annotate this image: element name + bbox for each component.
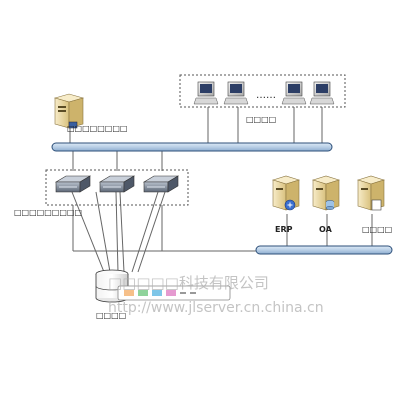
pc-icon xyxy=(193,81,219,105)
switch-icon xyxy=(142,175,180,193)
right-network-bus xyxy=(255,245,393,255)
storage-shelf-icon xyxy=(117,285,231,301)
oa-label: OA xyxy=(319,225,333,234)
top-server-label: □□□□□□□□ xyxy=(67,124,127,133)
switch-cluster-box xyxy=(45,169,189,206)
switches xyxy=(54,175,180,193)
client-pc-group-box xyxy=(179,74,346,108)
watermark-url: http://www.jlserver.cn.china.cn xyxy=(108,300,324,316)
switch-icon xyxy=(54,175,92,193)
switch-icon xyxy=(98,175,136,193)
oa-server-icon xyxy=(311,175,341,211)
watermark-company: □□□□□科技有限公司 xyxy=(108,274,269,292)
connection-lines xyxy=(69,107,373,273)
storage-label: □□□□ xyxy=(96,311,126,320)
client-pcs: …… xyxy=(193,81,335,105)
erp-server-icon xyxy=(271,175,301,211)
top-server-icon xyxy=(53,93,85,129)
erp-label: ERP xyxy=(275,225,293,234)
pc-icon xyxy=(223,81,249,105)
top-network-bus xyxy=(51,142,333,152)
switch-cluster-label: □□□□□□□□□ xyxy=(14,208,82,217)
top-bus-label: □□□□ xyxy=(246,115,276,124)
pc-icon xyxy=(309,81,335,105)
right-bus-label: □□□□ xyxy=(362,225,392,234)
pc-icon xyxy=(281,81,307,105)
app-server-icon xyxy=(356,175,386,211)
pc-ellipsis: …… xyxy=(256,90,276,101)
